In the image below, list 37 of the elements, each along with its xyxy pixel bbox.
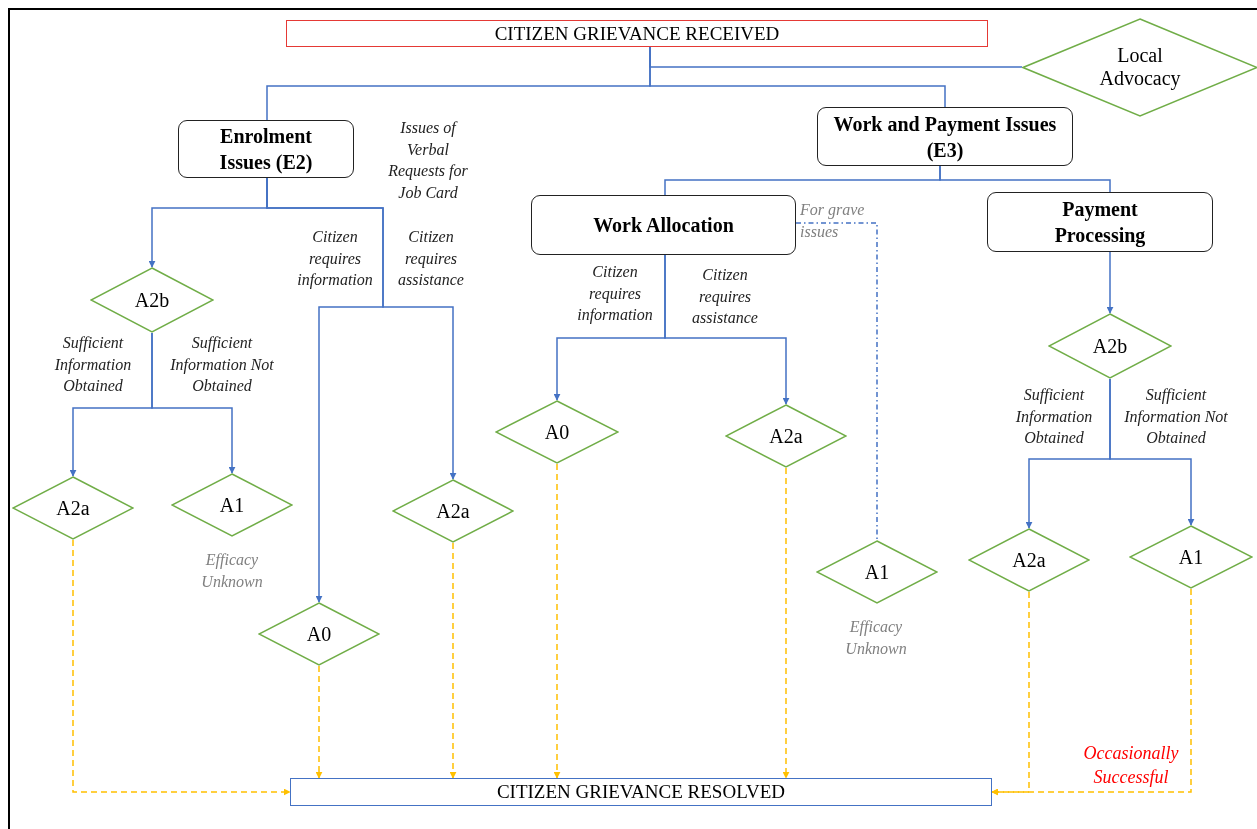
decision-diamond: A2b <box>90 267 214 333</box>
connector-arrow <box>1106 251 1114 314</box>
connector-arrow <box>151 332 236 474</box>
process-box: CITIZEN GRIEVANCE RESOLVED <box>290 778 992 806</box>
decision-diamond: Local Advocacy <box>1022 17 1257 117</box>
decision-diamond: A1 <box>1129 525 1253 589</box>
connector-line <box>649 46 946 108</box>
connector-arrow <box>664 254 790 405</box>
process-box: Payment Processing <box>987 192 1213 252</box>
annotation-note: Efficacy Unknown <box>200 550 264 592</box>
edge-label: Occasionally Successful <box>1082 741 1180 789</box>
decision-diamond: A1 <box>816 540 938 604</box>
connector-line <box>939 165 1111 193</box>
decision-diamond: A2a <box>392 479 514 543</box>
decision-diamond: A0 <box>495 400 619 464</box>
decision-diamond: A1 <box>171 473 293 537</box>
connector-arrow <box>553 463 561 779</box>
process-box: Work Allocation <box>531 195 796 255</box>
connector-arrow <box>449 542 457 779</box>
decision-diamond: A0 <box>258 602 380 666</box>
connector-arrow <box>266 177 457 480</box>
annotation-note: Efficacy Unknown <box>844 617 908 659</box>
decision-diamond: A2a <box>12 476 134 540</box>
connector-arrow <box>1109 378 1195 526</box>
process-box: Enrolment Issues (E2) <box>178 120 354 178</box>
connector-arrow <box>991 588 1192 796</box>
decision-diamond: A2a <box>725 404 847 468</box>
annotation-note: Issues of Verbal Requests for Job Card <box>387 117 469 203</box>
connector-arrow <box>72 539 291 796</box>
connector-line <box>795 222 878 541</box>
decision-diamond: A2a <box>968 528 1090 592</box>
process-box: CITIZEN GRIEVANCE RECEIVED <box>286 20 988 47</box>
connector-arrow <box>315 665 323 779</box>
edge-label: For grave issues <box>800 200 866 242</box>
process-box: Work and Payment Issues (E3) <box>817 107 1073 166</box>
connector-arrow <box>782 467 790 779</box>
decision-diamond: A2b <box>1048 313 1172 379</box>
